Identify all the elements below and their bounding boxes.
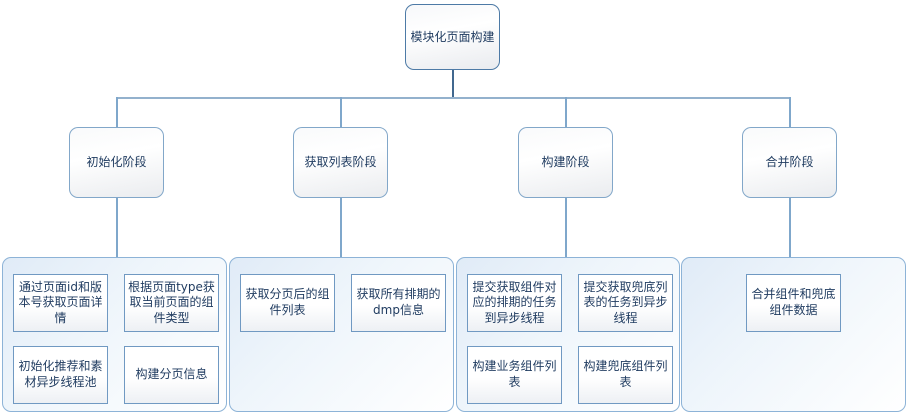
- group-get-list-phase: 获取分页后的组件列表 获取所有排期的dmp信息: [229, 257, 454, 412]
- task-get-paged-components: 获取分页后的组件列表: [240, 274, 335, 332]
- task-submit-schedule-task: 提交获取组件对应的排期的任务到异步线程: [467, 274, 562, 332]
- task-build-pagination: 构建分页信息: [124, 346, 219, 404]
- connector-init-to-group: [116, 198, 118, 257]
- task-label: 获取分页后的组件列表: [245, 287, 330, 317]
- task-label: 初始化推荐和素材异步线程池: [18, 359, 103, 389]
- connector-bus-right: [566, 97, 791, 99]
- task-get-dmp-info: 获取所有排期的dmp信息: [351, 274, 446, 332]
- task-label: 构建兜底组件列表: [583, 359, 668, 389]
- task-init-thread-pool: 初始化推荐和素材异步线程池: [13, 346, 108, 404]
- task-label: 获取所有排期的dmp信息: [356, 287, 441, 317]
- task-build-fallback-list: 构建兜底组件列表: [578, 346, 673, 404]
- connector-bus-center: [341, 97, 567, 99]
- connector-drop-build: [565, 97, 567, 128]
- connector-drop-init: [116, 97, 118, 128]
- connector-merge-to-group: [789, 198, 791, 257]
- task-label: 根据页面type获取当前页面的组件类型: [128, 279, 215, 325]
- connector-list-to-group: [340, 198, 342, 257]
- group-merge-phase: 合并组件和兜底组件数据: [681, 257, 906, 412]
- group-init-phase: 通过页面id和版本号获取页面详情 根据页面type获取当前页面的组件类型 初始化…: [2, 257, 227, 412]
- group-build-phase: 提交获取组件对应的排期的任务到异步线程 提交获取兜底列表的任务到异步线程 构建业…: [456, 257, 680, 412]
- task-get-component-types: 根据页面type获取当前页面的组件类型: [124, 274, 219, 332]
- node-stage-build-label: 构建阶段: [541, 155, 590, 170]
- node-root-label: 模块化页面构建: [410, 29, 495, 44]
- node-stage-merge-label: 合并阶段: [765, 155, 814, 170]
- task-submit-fallback-task: 提交获取兜底列表的任务到异步线程: [578, 274, 673, 332]
- task-label: 构建分页信息: [135, 367, 208, 382]
- node-stage-merge: 合并阶段: [742, 127, 837, 198]
- connector-build-to-group: [565, 198, 567, 257]
- task-label: 构建业务组件列表: [472, 359, 557, 389]
- node-stage-init-label: 初始化阶段: [86, 155, 147, 170]
- node-stage-get-list-label: 获取列表阶段: [304, 155, 377, 170]
- node-stage-build: 构建阶段: [518, 127, 613, 198]
- connector-root-drop: [452, 69, 454, 98]
- task-merge-data: 合并组件和兜底组件数据: [746, 274, 841, 332]
- task-label: 合并组件和兜底组件数据: [751, 287, 836, 317]
- task-build-business-list: 构建业务组件列表: [467, 346, 562, 404]
- connector-drop-list: [340, 97, 342, 128]
- task-get-page-detail: 通过页面id和版本号获取页面详情: [13, 274, 108, 332]
- task-label: 提交获取组件对应的排期的任务到异步线程: [472, 279, 557, 325]
- task-label: 通过页面id和版本号获取页面详情: [18, 279, 103, 325]
- connector-bus-left: [116, 97, 342, 99]
- connector-drop-merge: [789, 97, 791, 128]
- node-stage-init: 初始化阶段: [69, 127, 164, 198]
- task-label: 提交获取兜底列表的任务到异步线程: [583, 279, 668, 325]
- node-stage-get-list: 获取列表阶段: [293, 127, 388, 198]
- node-root: 模块化页面构建: [405, 4, 500, 70]
